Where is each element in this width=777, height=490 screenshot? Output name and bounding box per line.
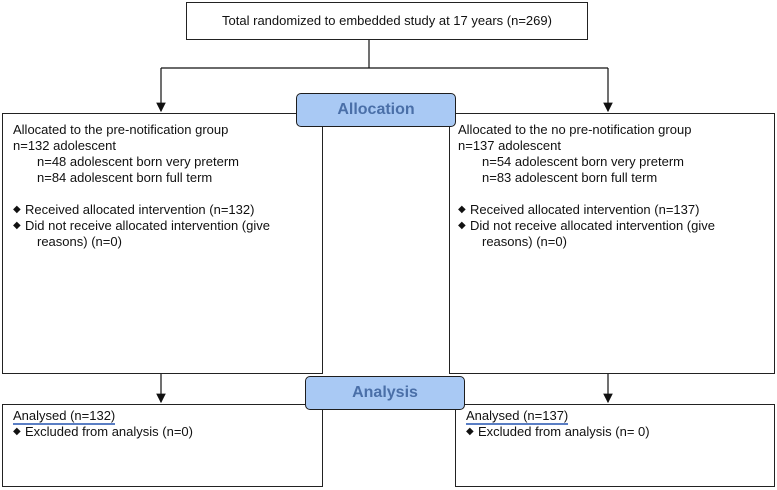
left-allocation-box: Allocated to the pre-notification group …: [2, 113, 323, 374]
analysis-stage-label: Analysis: [305, 376, 465, 410]
right-received-text: Received allocated intervention (n=137): [470, 202, 700, 217]
right-allocation-preterm: n=54 adolescent born very preterm: [482, 154, 684, 169]
diamond-bullet-icon: ◆: [458, 204, 466, 215]
diamond-bullet-icon: ◆: [458, 220, 466, 231]
allocation-stage-label: Allocation: [296, 93, 456, 127]
right-excluded-text: Excluded from analysis (n= 0): [478, 424, 650, 439]
right-allocation-box: Allocated to the no pre-notification gro…: [449, 113, 775, 374]
right-received-bullet: ◆ Received allocated intervention (n=137…: [458, 202, 774, 218]
left-analysed-text: Analysed (n=132): [13, 408, 322, 425]
left-allocation-preterm: n=48 adolescent born very preterm: [37, 154, 239, 169]
right-analysed-text: Analysed (n=137): [466, 408, 774, 425]
left-received-text: Received allocated intervention (n=132): [25, 202, 255, 217]
left-excluded-text: Excluded from analysis (n=0): [25, 424, 193, 439]
right-allocation-count: n=137 adolescent: [458, 138, 562, 153]
right-allocation-fullterm: n=83 adolescent born full term: [482, 170, 658, 185]
diamond-bullet-icon: ◆: [13, 204, 21, 215]
right-excluded-bullet: ◆ Excluded from analysis (n= 0): [466, 424, 774, 440]
left-analysis-box: Analysed (n=132) ◆ Excluded from analysi…: [2, 404, 323, 487]
left-not-received-text: Did not receive allocated intervention (…: [25, 218, 270, 233]
left-not-received-reasons: reasons) (n=0): [37, 234, 122, 249]
diamond-bullet-icon: ◆: [13, 426, 21, 437]
randomized-text: Total randomized to embedded study at 17…: [222, 13, 552, 28]
right-analysed-label: Analysed (n=137): [466, 408, 569, 425]
left-allocation-count: n=132 adolescent: [13, 138, 117, 153]
left-allocation-title: Allocated to the pre-notification group: [13, 122, 229, 137]
left-analysed-label: Analysed (n=132): [13, 408, 116, 425]
right-not-received-text: Did not receive allocated intervention (…: [470, 218, 715, 233]
diamond-bullet-icon: ◆: [13, 220, 21, 231]
right-allocation-title: Allocated to the no pre-notification gro…: [458, 122, 692, 137]
left-not-received-bullet: ◆ Did not receive allocated intervention…: [13, 218, 322, 250]
left-received-bullet: ◆ Received allocated intervention (n=132…: [13, 202, 322, 218]
randomized-box: Total randomized to embedded study at 17…: [186, 2, 588, 40]
left-excluded-bullet: ◆ Excluded from analysis (n=0): [13, 424, 322, 440]
right-analysis-box: Analysed (n=137) ◆ Excluded from analysi…: [455, 404, 775, 487]
diamond-bullet-icon: ◆: [466, 426, 474, 437]
left-allocation-fullterm: n=84 adolescent born full term: [37, 170, 213, 185]
right-not-received-reasons: reasons) (n=0): [482, 234, 567, 249]
right-not-received-bullet: ◆ Did not receive allocated intervention…: [458, 218, 774, 250]
